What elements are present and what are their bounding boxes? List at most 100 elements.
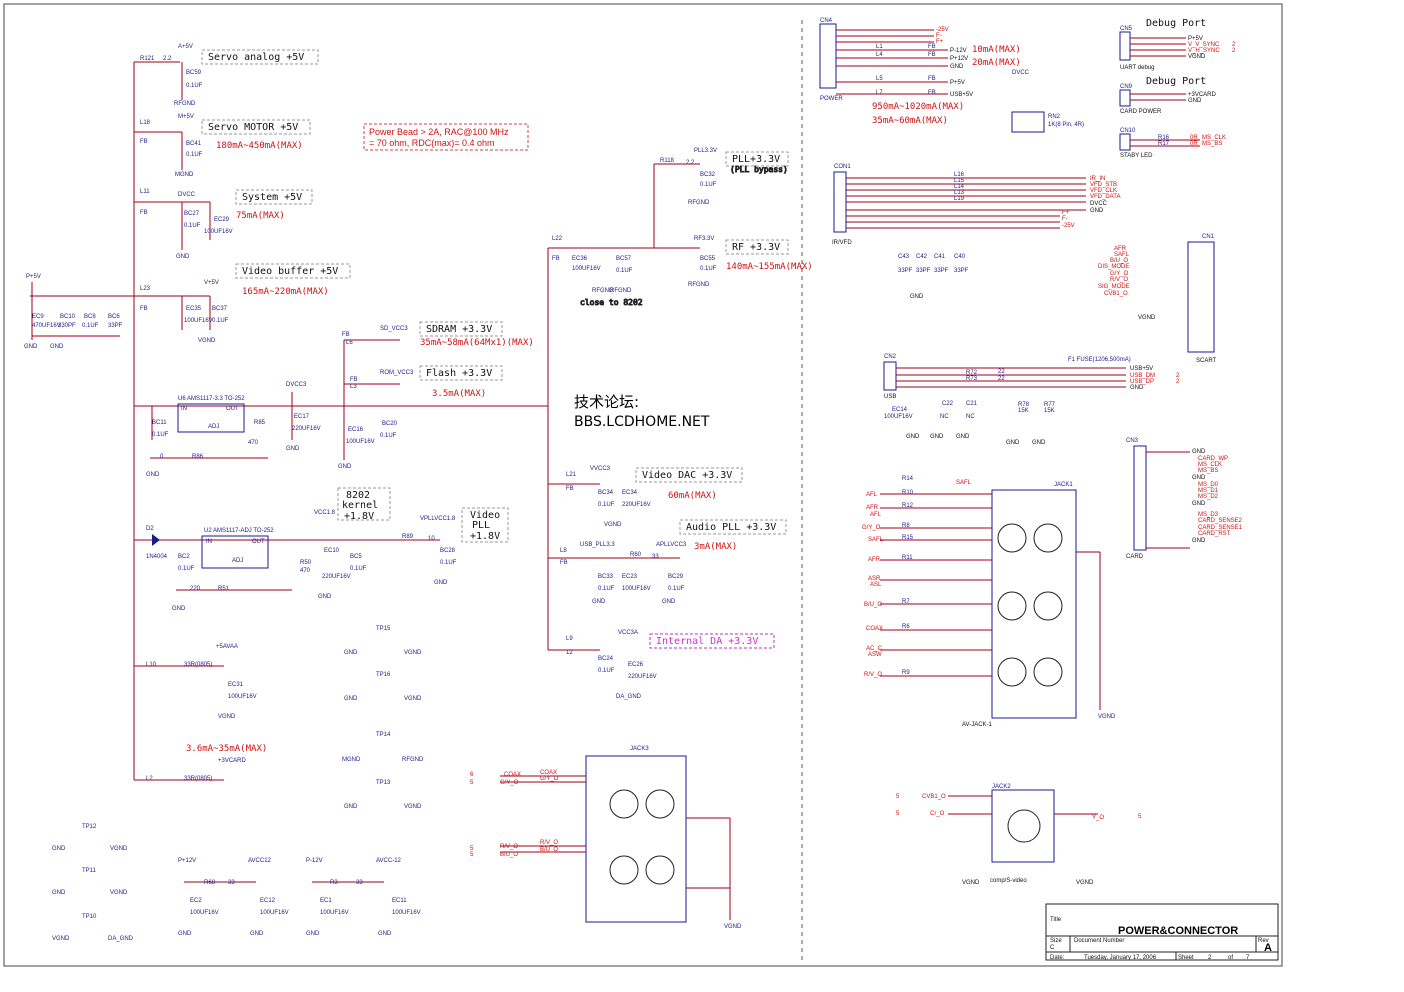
net-label: 15K (1044, 408, 1055, 414)
net-label: TP14 (376, 732, 391, 738)
net-label: Document Number (1074, 938, 1124, 944)
net-label: Debug Port (1146, 76, 1206, 87)
net-label: 10 (428, 536, 435, 542)
net-label: SDRAM +3.3V (426, 324, 492, 335)
net-label: L13 (954, 190, 965, 196)
net-label: +5AVAA (216, 644, 238, 650)
net-label: L5 (876, 76, 883, 82)
net-label: RN2 (1048, 114, 1061, 120)
net-label: -25V (936, 27, 949, 33)
net-label: VCC1.8 (314, 510, 336, 516)
net-label: P+12V (178, 858, 196, 864)
net-label: SD_VCC3 (380, 326, 408, 332)
net-label: 220UF16V (628, 674, 657, 680)
net-label: FB (350, 377, 358, 383)
net-label: EC26 (628, 662, 644, 668)
net-label: R77 (1044, 402, 1056, 408)
net-label: 33PF (108, 323, 123, 329)
net-label: CN3 (1126, 438, 1139, 444)
net-label: GND (1188, 98, 1202, 104)
net-label: 2 (1208, 955, 1212, 961)
net-label: 12 (566, 650, 573, 656)
net-label: AFR (1114, 246, 1127, 252)
net-label: RFGND (402, 757, 424, 763)
net-label: F+ (936, 39, 944, 45)
net-label: FB (140, 210, 148, 216)
net-label: 60mA(MAX) (668, 491, 717, 501)
net-label: C (1050, 945, 1055, 951)
net-label: RFGND (688, 200, 710, 206)
net-label: GND (1192, 449, 1206, 455)
net-label: GND (930, 434, 944, 440)
net-label: 100UF16V (260, 910, 289, 916)
net-label: GND (1192, 538, 1206, 544)
net-label: CARD (1126, 554, 1144, 560)
net-label: GND (1006, 440, 1020, 446)
net-label: ROM_VCC3 (380, 370, 414, 376)
net-label: B/U_O (500, 852, 518, 858)
net-label: MS_D1 (1198, 488, 1219, 494)
net-label: BC24 (598, 656, 614, 662)
net-label: EC35 (186, 306, 202, 312)
net-label: Date: (1050, 955, 1065, 961)
main-5v-bus (30, 62, 200, 780)
net-label: PLL3.3V (694, 148, 717, 154)
net-label: G/Y_O (1110, 271, 1129, 277)
net-label: DA_GND (108, 936, 134, 942)
scart-connector: CN1 SCART AFR SAFL B/U_O DIS_MODE G/Y_O … (1098, 234, 1217, 364)
net-label: 0.1UF (186, 152, 203, 158)
net-label: POWER (820, 96, 843, 102)
net-label: 2 (1176, 379, 1180, 385)
net-label: APLLVCC3 (656, 542, 687, 548)
net-label: C41 (934, 254, 946, 260)
net-label: ASL (870, 582, 882, 588)
net-label: RFGND (592, 288, 614, 294)
net-label: VFD_CLK (1090, 188, 1117, 194)
net-label: of (1228, 955, 1233, 961)
net-label: 8202 (346, 490, 370, 501)
net-label: R60 (630, 552, 642, 558)
net-label: L7 (876, 90, 883, 96)
net-label: 0.1UF (350, 566, 367, 572)
net-label: 1K(8 Pin, 4R) (1048, 122, 1084, 128)
net-label: FB (560, 560, 568, 566)
net-label: GND (24, 344, 38, 350)
net-label: GND (286, 446, 300, 452)
net-label: C22 (942, 401, 954, 407)
net-label: BC8 (84, 314, 96, 320)
net-label: 0.1UF (212, 318, 229, 324)
net-label: 100UF16V (204, 229, 233, 235)
net-label: ASR (868, 576, 881, 582)
net-label: EC29 (214, 217, 230, 223)
net-label: BC27 (184, 211, 200, 217)
net-label: BC34 (598, 490, 614, 496)
net-label: FB (928, 52, 936, 58)
net-label: FB (928, 44, 936, 50)
net-label: 5 (1138, 814, 1142, 820)
net-label: U2 AMS1117-ADJ TO-252 (204, 528, 274, 534)
net-label: VGND (604, 522, 622, 528)
net-label: Size (1050, 938, 1062, 944)
net-label: V_H_SYNC (1188, 48, 1220, 54)
net-label: 33PF (898, 268, 913, 274)
net-label: BC33 (598, 574, 614, 580)
net-label: VGND (198, 338, 216, 344)
net-label: R89 (402, 534, 414, 540)
net-label: GND (434, 580, 448, 586)
net-label: VGND (1138, 315, 1156, 321)
net-label: 0.1UF (598, 668, 615, 674)
net-label: BBS.LCDHOME.NET (574, 414, 710, 430)
net-label: Tuesday, January 17, 2006 (1084, 955, 1157, 961)
net-label: V+5V (204, 280, 219, 286)
net-label: F- (936, 33, 942, 39)
net-label: R51 (218, 586, 230, 592)
net-label: G/Y_O (500, 780, 519, 786)
net-label: 3.5mA(MAX) (432, 389, 486, 399)
net-label: 5 (896, 811, 900, 817)
net-label: MGND (342, 757, 361, 763)
net-label: 100UF16V (190, 910, 219, 916)
